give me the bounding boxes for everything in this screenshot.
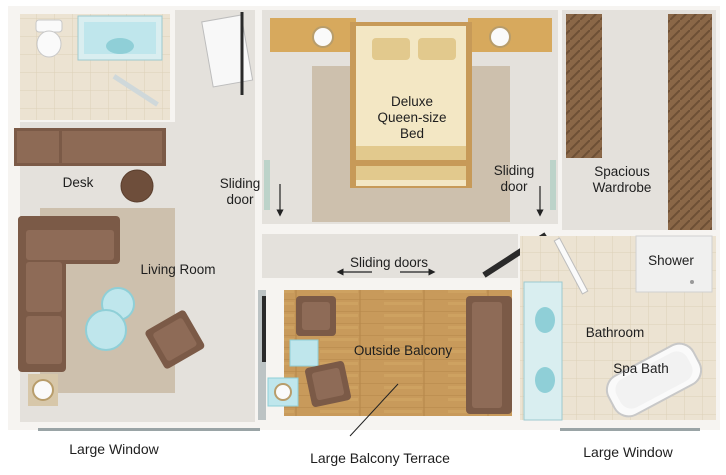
balcony-terrace-pointer — [349, 383, 399, 437]
entry-door — [201, 14, 254, 88]
bed-label-line-1: Deluxe — [390, 94, 434, 109]
desk-label: Desk — [62, 175, 94, 190]
bed-label-line-2: Queen-size — [377, 110, 447, 125]
bed-label: Deluxe Queen-size Bed — [362, 94, 462, 142]
double-vanity — [523, 281, 563, 421]
wardrobe-right — [668, 14, 712, 230]
living-room-label: Living Room — [140, 262, 216, 277]
large-window-right-label: Large Window — [583, 444, 673, 460]
bathroom-label: Bathroom — [585, 325, 645, 340]
coffee-tables — [85, 287, 135, 351]
balcony-lamp — [274, 383, 292, 401]
window-strip-right — [560, 428, 700, 431]
wardrobe-label-line-1: Spacious — [594, 164, 650, 179]
lamp-table-living — [28, 374, 58, 406]
large-window-left-label: Large Window — [69, 441, 159, 457]
sliding-doors-label: Sliding doors — [349, 255, 429, 270]
spa-bathtub — [605, 342, 703, 418]
sliding-door-left-line-1: Sliding — [219, 176, 261, 191]
sliding-door-right-line-2: door — [500, 179, 528, 194]
bedside-tables — [270, 18, 552, 52]
sliding-door-left-label: Sliding door — [208, 176, 272, 208]
balcony-chair-top — [296, 296, 336, 336]
sliding-door-left-line-2: door — [226, 192, 254, 207]
desk — [14, 128, 166, 203]
balcony-sofa — [466, 296, 512, 414]
queen-bed — [350, 22, 472, 188]
balcony-side-table-top — [289, 339, 319, 367]
spa-bath-label: Spa Bath — [613, 361, 669, 376]
large-balcony-terrace-label: Large Balcony Terrace — [310, 450, 450, 466]
bathroom-door-panel — [553, 237, 589, 295]
armchair-living — [145, 310, 205, 369]
outside-balcony-label: Outside Balcony — [353, 343, 453, 358]
vanity-sink — [77, 15, 163, 61]
balcony-window-left — [262, 296, 266, 362]
sliding-door-right-label: Sliding door — [482, 163, 546, 195]
sliding-door-left-panel — [264, 160, 270, 210]
wardrobe-label: Spacious Wardrobe — [574, 164, 670, 196]
bed-label-line-3: Bed — [399, 126, 425, 141]
sliding-door-right-panel — [550, 160, 556, 210]
balcony-chair-bottom — [305, 361, 351, 407]
shower-label: Shower — [648, 253, 694, 268]
wardrobe-left — [566, 14, 602, 158]
wardrobe-label-line-2: Wardrobe — [592, 180, 652, 195]
l-shaped-sofa — [18, 216, 120, 372]
sliding-door-right-line-1: Sliding — [493, 163, 535, 178]
shower-stall — [635, 235, 713, 293]
hall-floor — [262, 234, 518, 278]
glass-door-topleft — [112, 74, 159, 107]
window-strip-left — [38, 428, 260, 431]
toilet — [35, 19, 63, 58]
